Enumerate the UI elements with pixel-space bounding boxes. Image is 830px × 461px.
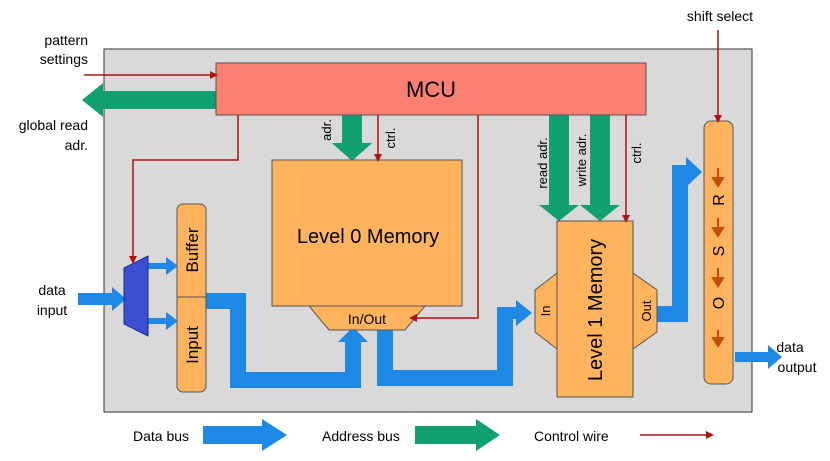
level1-out-label: Out xyxy=(639,300,654,321)
data-input-label-line2: input xyxy=(37,302,67,318)
osr-letter-o: O xyxy=(711,297,728,309)
ctrl-level0-label: ctrl. xyxy=(383,128,398,149)
read-adr-label: read adr. xyxy=(535,137,550,188)
input-label: Input xyxy=(183,326,202,364)
global-read-label-line2: adr. xyxy=(65,137,88,153)
level1-out-port xyxy=(632,272,658,350)
global-read-label-line1: global read xyxy=(19,117,88,133)
buffer-to-level0-bus xyxy=(205,293,368,388)
level0-port xyxy=(307,305,427,331)
read-adr-arrow xyxy=(539,114,579,221)
pattern-label-line1: pattern xyxy=(44,32,88,48)
write-adr-label: write adr. xyxy=(574,134,589,188)
level1-in-label: In xyxy=(538,306,553,317)
address-bus-paths xyxy=(82,83,620,451)
level1-in-port xyxy=(534,271,558,351)
mcu-label: MCU xyxy=(406,77,456,102)
write-adr-arrow xyxy=(580,114,620,221)
legend-control-wire-label: Control wire xyxy=(534,428,609,444)
adr-to-level0-arrow xyxy=(332,114,372,161)
legend-data-bus-arrow xyxy=(203,419,287,451)
level1-memory-block xyxy=(556,220,634,398)
mcu-block xyxy=(215,62,647,116)
pattern-label-line2: settings xyxy=(40,51,88,67)
level0-memory-block xyxy=(271,159,463,307)
level0-port-label: In/Out xyxy=(348,311,386,327)
ctrl-level1-label: ctrl. xyxy=(629,143,644,164)
shift-select-label: shift select xyxy=(687,8,753,24)
data-output-label-line2: output xyxy=(778,359,817,375)
osr-shift-arrows xyxy=(711,168,725,348)
legend-address-bus-arrow xyxy=(415,419,500,451)
mcu-to-inout-wire xyxy=(409,115,479,322)
mux-to-buffer-arrow xyxy=(148,257,178,275)
data-bus-paths xyxy=(78,157,782,451)
legend-address-bus-label: Address bus xyxy=(322,428,400,444)
level1-to-osr-bus xyxy=(656,157,702,322)
level1-label: Level 1 Memory xyxy=(585,239,607,381)
buffer-input-column xyxy=(176,203,207,393)
mux-to-input-arrow xyxy=(148,312,178,330)
adr-label: adr. xyxy=(319,119,334,141)
buffer-label: Buffer xyxy=(183,227,202,272)
data-output-label-line1: data xyxy=(776,339,803,355)
legend-data-bus-label: Data bus xyxy=(133,428,189,444)
level0-to-level1-bus xyxy=(377,300,532,386)
osr-letter-s: S xyxy=(711,246,728,257)
level0-label: Level 0 Memory xyxy=(297,226,439,248)
global-read-arrow xyxy=(82,83,216,117)
data-input-arrow xyxy=(78,287,126,311)
input-mux xyxy=(123,255,149,337)
control-wires xyxy=(84,30,722,439)
data-input-label-line1: data xyxy=(38,282,65,298)
mcu-to-mux-wire xyxy=(129,115,239,264)
data-output-arrow xyxy=(735,345,782,369)
osr-letter-r: R xyxy=(711,194,728,206)
